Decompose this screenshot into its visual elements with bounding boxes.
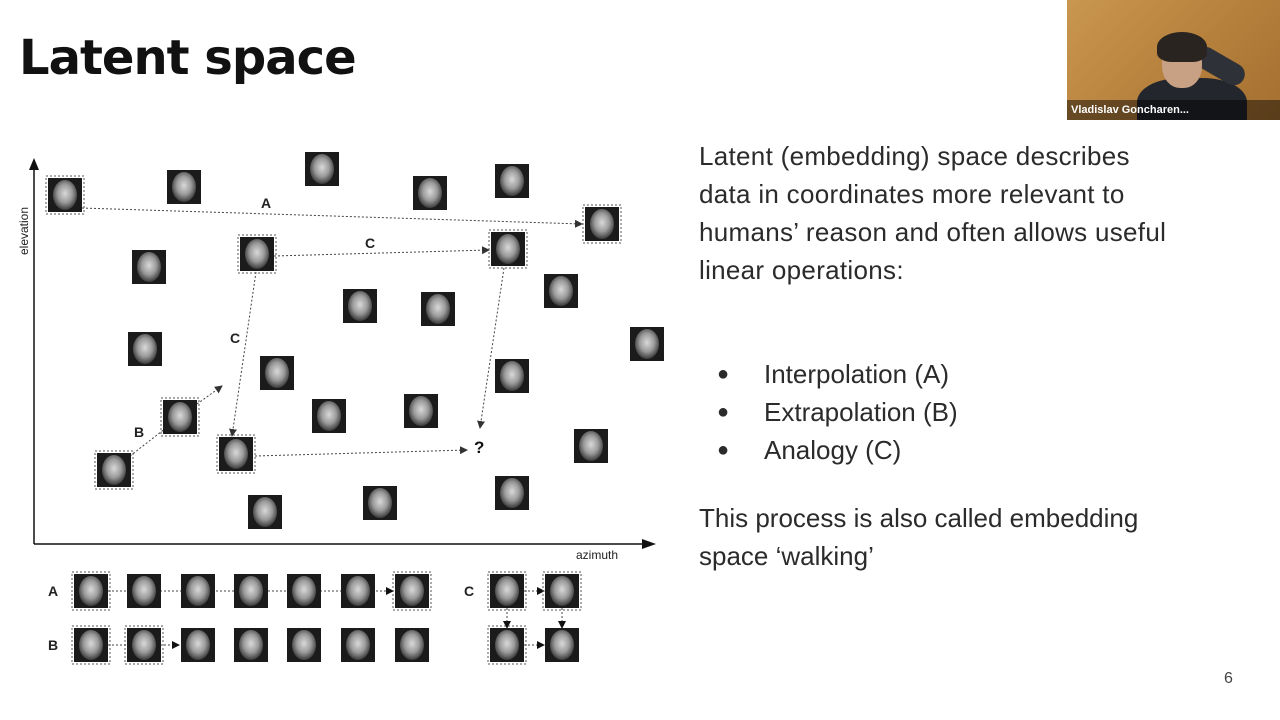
slide-closing-text: This process is also called embedding sp… — [699, 503, 1139, 571]
face-thumbnail — [542, 571, 582, 611]
bullet-list: ● Interpolation (A) ● Extrapolation (B) ● A… — [715, 355, 958, 469]
bullet-text: Analogy (C) — [764, 435, 902, 465]
face-thumbnail — [488, 229, 528, 269]
face-thumbnail — [234, 574, 268, 608]
bullet-item: ● Extrapolation (B) — [715, 393, 958, 431]
x-axis-arrowhead — [642, 539, 656, 549]
face-thumbnail — [248, 495, 282, 529]
face-thumbnail — [495, 476, 529, 510]
face-thumbnail — [216, 434, 256, 474]
bullet-item: ● Analogy (C) — [715, 431, 958, 469]
sequence-a — [71, 571, 432, 611]
webcam-thumbnail[interactable]: Vladislav Goncharen... — [1067, 0, 1280, 120]
arrow-c-bottom — [254, 446, 468, 457]
face-thumbnail — [181, 628, 215, 662]
arrow-a-label: A — [261, 195, 271, 211]
arrow-c-left — [229, 271, 257, 437]
arrow-b-2 — [196, 385, 223, 405]
face-thumbnail — [132, 250, 166, 284]
bullet-text: Interpolation (A) — [764, 359, 949, 389]
face-thumbnail — [260, 356, 294, 390]
sequence-c — [487, 571, 582, 665]
arrow-b-label: B — [134, 424, 144, 440]
face-thumbnail — [421, 292, 455, 326]
face-thumbnail — [341, 574, 375, 608]
sequence-label-a: A — [48, 583, 58, 599]
unknown-result-marker: ? — [474, 438, 484, 457]
bullet-text: Extrapolation (B) — [764, 397, 958, 427]
arrow-c-label-left: C — [230, 330, 240, 346]
face-thumbnail — [181, 574, 215, 608]
face-thumbnail — [495, 359, 529, 393]
sequence-label-b: B — [48, 637, 58, 653]
y-axis-arrowhead — [29, 158, 39, 170]
face-thumbnail — [582, 204, 622, 244]
bullet-dot-icon: ● — [717, 439, 730, 461]
sequence-b — [71, 625, 429, 665]
face-thumbnail — [487, 571, 527, 611]
face-thumbnail — [128, 332, 162, 366]
face-thumbnail — [71, 571, 111, 611]
face-thumbnail — [94, 450, 134, 490]
face-thumbnail — [341, 628, 375, 662]
face-thumbnail — [160, 397, 200, 437]
face-thumbnail — [630, 327, 664, 361]
participant-hair — [1157, 32, 1207, 62]
face-thumbnail — [287, 628, 321, 662]
sequence-label-c: C — [464, 583, 474, 599]
face-thumbnail — [487, 625, 527, 665]
bullet-item: ● Interpolation (A) — [715, 355, 958, 393]
face-thumbnail — [124, 625, 164, 665]
face-thumbnail — [392, 571, 432, 611]
bullet-dot-icon: ● — [717, 363, 730, 385]
face-thumbnail — [305, 152, 339, 186]
face-thumbnail — [544, 274, 578, 308]
page-number: 6 — [1224, 670, 1233, 687]
face-thumbnail — [234, 628, 268, 662]
face-thumbnail — [363, 486, 397, 520]
y-axis-label: elevation — [17, 207, 31, 255]
face-thumbnail — [574, 429, 608, 463]
face-thumbnail — [545, 628, 579, 662]
slide-title: Latent space — [19, 30, 357, 86]
face-thumbnail — [237, 234, 277, 274]
arrow-c-right — [477, 267, 505, 429]
face-thumbnail — [71, 625, 111, 665]
latent-space-diagram: elevation azimuth A C C B ? A B C — [17, 152, 664, 665]
face-thumbnail — [343, 289, 377, 323]
arrow-c-top — [273, 246, 490, 257]
face-thumbnail — [167, 170, 201, 204]
face-thumbnail — [45, 175, 85, 215]
face-thumbnail — [404, 394, 438, 428]
bullet-dot-icon: ● — [717, 401, 730, 423]
face-thumbnail — [287, 574, 321, 608]
face-thumbnail — [413, 176, 447, 210]
x-axis-label: azimuth — [576, 548, 618, 562]
arrow-c-label-top: C — [365, 235, 375, 251]
participant-name: Vladislav Goncharen... — [1067, 100, 1280, 120]
face-thumbnail — [495, 164, 529, 198]
arrow-a — [81, 207, 583, 228]
face-thumbnail — [127, 574, 161, 608]
slide-body-text: Latent (embedding) space describes data … — [699, 141, 1167, 285]
face-thumbnail — [312, 399, 346, 433]
face-thumbnail — [395, 628, 429, 662]
